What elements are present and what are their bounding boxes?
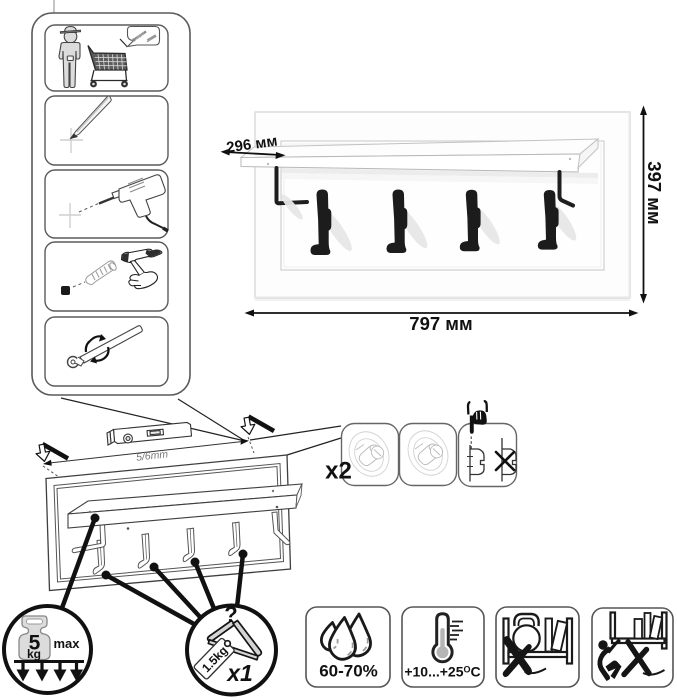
svg-text:5/6mm: 5/6mm xyxy=(136,448,169,463)
svg-text:397 мм: 397 мм xyxy=(644,161,665,224)
svg-text:5: 5 xyxy=(29,632,41,655)
svg-text:?: ? xyxy=(224,602,237,627)
svg-text:x1: x1 xyxy=(225,660,253,686)
svg-text:max: max xyxy=(53,636,80,651)
svg-text:x2: x2 xyxy=(325,458,352,485)
svg-text:+10...+25OC: +10...+25OC xyxy=(404,664,480,680)
svg-text:296 мм: 296 мм xyxy=(225,133,278,157)
svg-text:60-70%: 60-70% xyxy=(319,662,378,681)
svg-text:797 мм: 797 мм xyxy=(409,313,472,334)
svg-text:kg: kg xyxy=(27,647,41,661)
